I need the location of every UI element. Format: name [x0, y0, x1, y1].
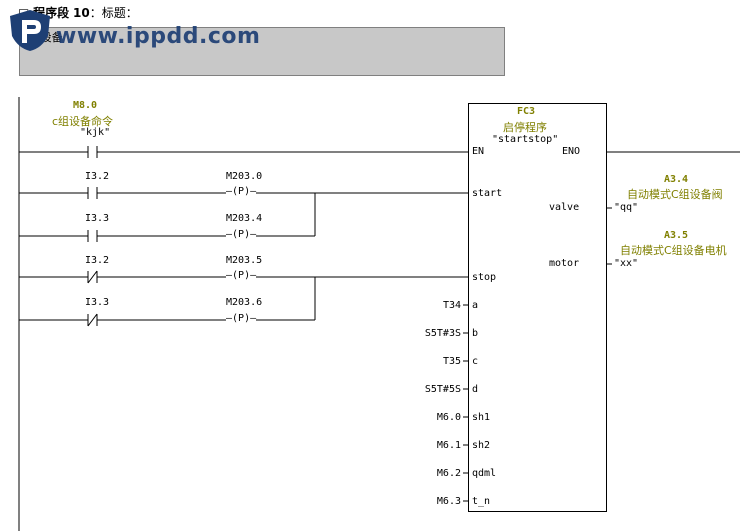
- fb-pin-en: EN: [472, 146, 485, 157]
- fb-pin-a: a: [472, 300, 479, 311]
- motor-output-symbol[interactable]: "xx": [614, 258, 639, 269]
- contact-label[interactable]: I3.2: [85, 255, 110, 266]
- fb-symbol: "startstop": [492, 134, 559, 145]
- fb-pin-qdml: qdml: [472, 468, 497, 479]
- coil-label[interactable]: M203.5: [226, 255, 263, 266]
- param-t-n-value[interactable]: M6.3: [436, 496, 461, 507]
- fb-pin-motor: motor: [549, 258, 580, 269]
- valve-output-comment: 自动模式C组设备阀: [627, 188, 723, 201]
- fb-pin-sh1: sh1: [472, 412, 491, 423]
- fb-comment: 启停程序: [503, 121, 547, 134]
- watermark-shield-icon: [10, 10, 50, 51]
- coil-label[interactable]: M203.4: [226, 213, 263, 224]
- param-qdml-value[interactable]: M6.2: [436, 468, 461, 479]
- contact-label[interactable]: I3.3: [85, 213, 110, 224]
- param-a-value[interactable]: T34: [442, 300, 461, 311]
- param-c-value[interactable]: T35: [442, 356, 461, 367]
- fb-pin-stop: stop: [472, 272, 497, 283]
- coil-label[interactable]: M203.6: [226, 297, 263, 308]
- en-contact-address: M8.0: [73, 100, 98, 111]
- watermark-text: www.ippdd.com: [56, 24, 261, 49]
- valve-output-address: A3.4: [664, 174, 689, 185]
- fb-pin-sh2: sh2: [472, 440, 491, 451]
- fb-name: FC3: [517, 106, 536, 117]
- fb-pin-d: d: [472, 384, 479, 395]
- contact-label[interactable]: I3.3: [85, 297, 110, 308]
- network-number: 10: [73, 6, 90, 20]
- header-separator: ：: [89, 6, 102, 20]
- fb-pin-c: c: [472, 356, 479, 367]
- coil-m203-5[interactable]: —(P)—: [226, 270, 257, 281]
- fb-pin-t-n: t_n: [472, 496, 491, 507]
- fb-pin-b: b: [472, 328, 479, 339]
- fb-pin-valve: valve: [549, 202, 580, 213]
- param-b-value[interactable]: S5T#3S: [424, 328, 461, 339]
- valve-output-symbol[interactable]: "qq": [614, 202, 639, 213]
- function-block-fc3[interactable]: [468, 103, 607, 512]
- network-title[interactable]: 标题：: [101, 6, 138, 20]
- motor-output-address: A3.5: [664, 230, 689, 241]
- coil-m203-6[interactable]: —(P)—: [226, 313, 257, 324]
- en-contact-symbol: "kjk": [80, 127, 111, 138]
- contact-label[interactable]: I3.2: [85, 171, 110, 182]
- coil-label[interactable]: M203.0: [226, 171, 263, 182]
- coil-m203-4[interactable]: —(P)—: [226, 229, 257, 240]
- coil-m203-0[interactable]: —(P)—: [226, 186, 257, 197]
- en-contact-comment: c组设备命令: [52, 115, 114, 128]
- motor-output-comment: 自动模式C组设备电机: [620, 244, 727, 257]
- fb-pin-eno: ENO: [562, 146, 581, 157]
- param-sh1-value[interactable]: M6.0: [436, 412, 461, 423]
- param-sh2-value[interactable]: M6.1: [436, 440, 461, 451]
- param-d-value[interactable]: S5T#5S: [424, 384, 461, 395]
- network-comment-box[interactable]: [19, 27, 505, 76]
- fb-pin-start: start: [472, 188, 503, 199]
